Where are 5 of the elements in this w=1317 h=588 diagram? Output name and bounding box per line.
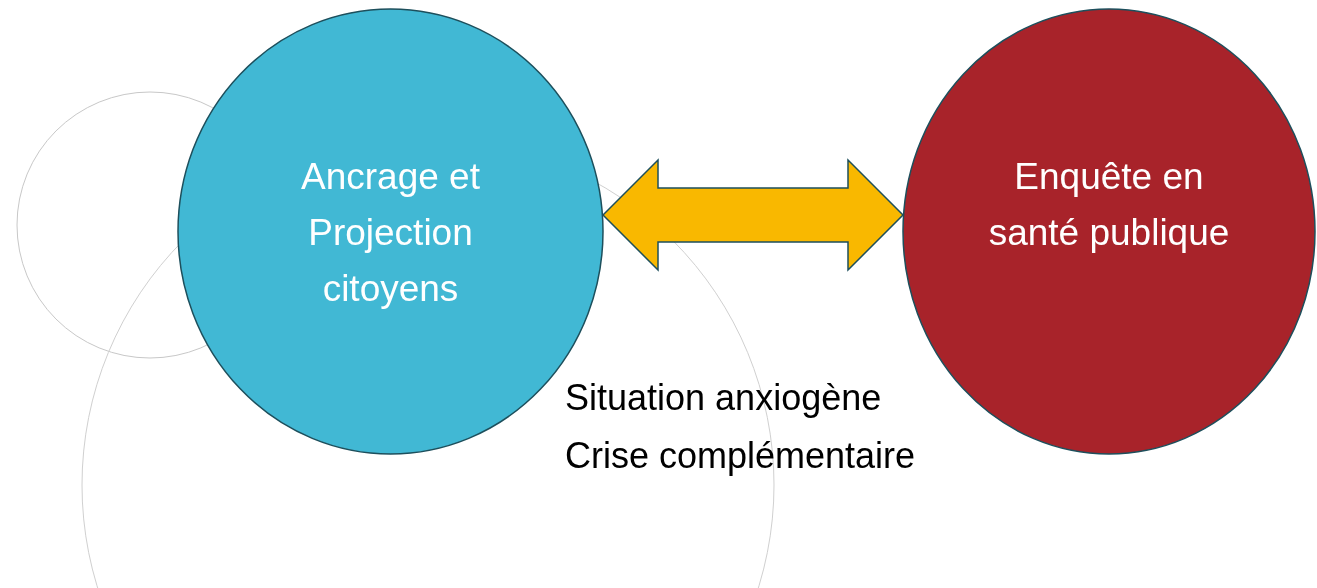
node-label: Ancrage et Projection citoyens [300,155,481,311]
double-arrow [601,158,905,272]
note-text: Situation anxiogène [565,378,882,418]
node-label: Enquête en santé publique [987,155,1231,255]
note-text: Crise complémentaire [565,436,916,476]
